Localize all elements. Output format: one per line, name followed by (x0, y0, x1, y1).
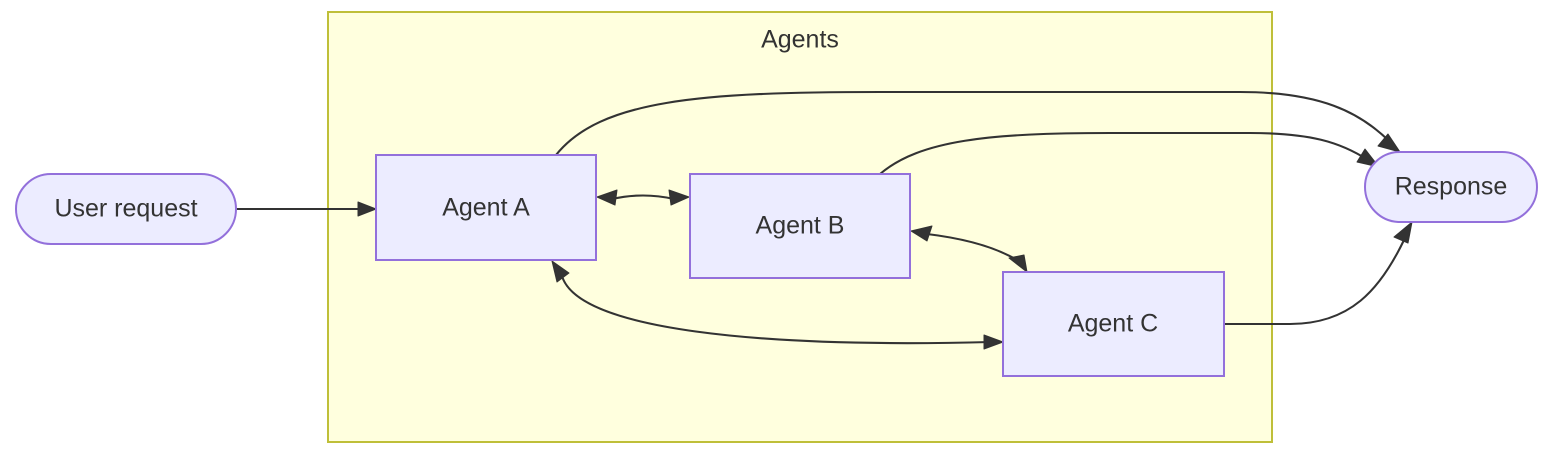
arrowhead-into-agent-a-left (357, 201, 377, 217)
node-user-request[interactable]: User request (15, 173, 237, 245)
edge-agent-a-to-response[interactable] (554, 90, 1401, 157)
edge-agent-a-to-agent-b[interactable] (596, 189, 690, 206)
edge-agent-a-to-agent-b-hitarea[interactable] (612, 196, 674, 200)
arrowhead-into-response-bottom (1393, 221, 1413, 244)
edge-user-request-to-agent-a[interactable] (235, 201, 377, 217)
cluster-agents-label: Agents (761, 26, 839, 54)
edge-agent-a-to-response-line (554, 90, 1392, 157)
arrowhead-into-agent-c-left (983, 334, 1004, 350)
edge-agent-b-to-agent-c-line (925, 232, 1019, 262)
node-agent-a[interactable]: Agent A (375, 154, 597, 261)
arrowhead-into-agent-a-bottom (551, 260, 570, 283)
node-response-shape[interactable] (1364, 151, 1538, 223)
arrowhead-into-agent-c-top (1008, 254, 1028, 273)
node-agent-b-shape[interactable] (689, 173, 911, 279)
node-agent-c[interactable]: Agent C (1002, 271, 1225, 377)
arrowhead-into-response-upper-left (1356, 148, 1380, 168)
edge-agent-b-to-agent-c[interactable] (910, 225, 1028, 273)
edge-agent-c-to-agent-a-line (560, 274, 993, 345)
edge-agent-c-to-agent-a[interactable] (551, 260, 1004, 350)
node-response[interactable]: Response (1364, 151, 1538, 223)
edge-agent-a-to-agent-b-line (610, 194, 676, 201)
arrowhead-into-response-top (1377, 133, 1401, 153)
edge-agent-b-to-response[interactable] (878, 131, 1380, 176)
edge-agent-c-to-response-line (1222, 238, 1406, 326)
node-agent-c-shape[interactable] (1002, 271, 1225, 377)
arrowhead-into-agent-b-right (910, 225, 933, 242)
edge-agent-c-to-response[interactable] (1222, 221, 1413, 326)
node-agent-b[interactable]: Agent B (689, 173, 911, 279)
arrowhead-into-agent-b-left (668, 189, 690, 206)
node-agent-a-shape[interactable] (375, 154, 597, 261)
arrowhead-into-agent-a-right (596, 189, 618, 206)
edge-agent-b-to-response-line (878, 131, 1370, 176)
node-user-request-shape[interactable] (15, 173, 237, 245)
